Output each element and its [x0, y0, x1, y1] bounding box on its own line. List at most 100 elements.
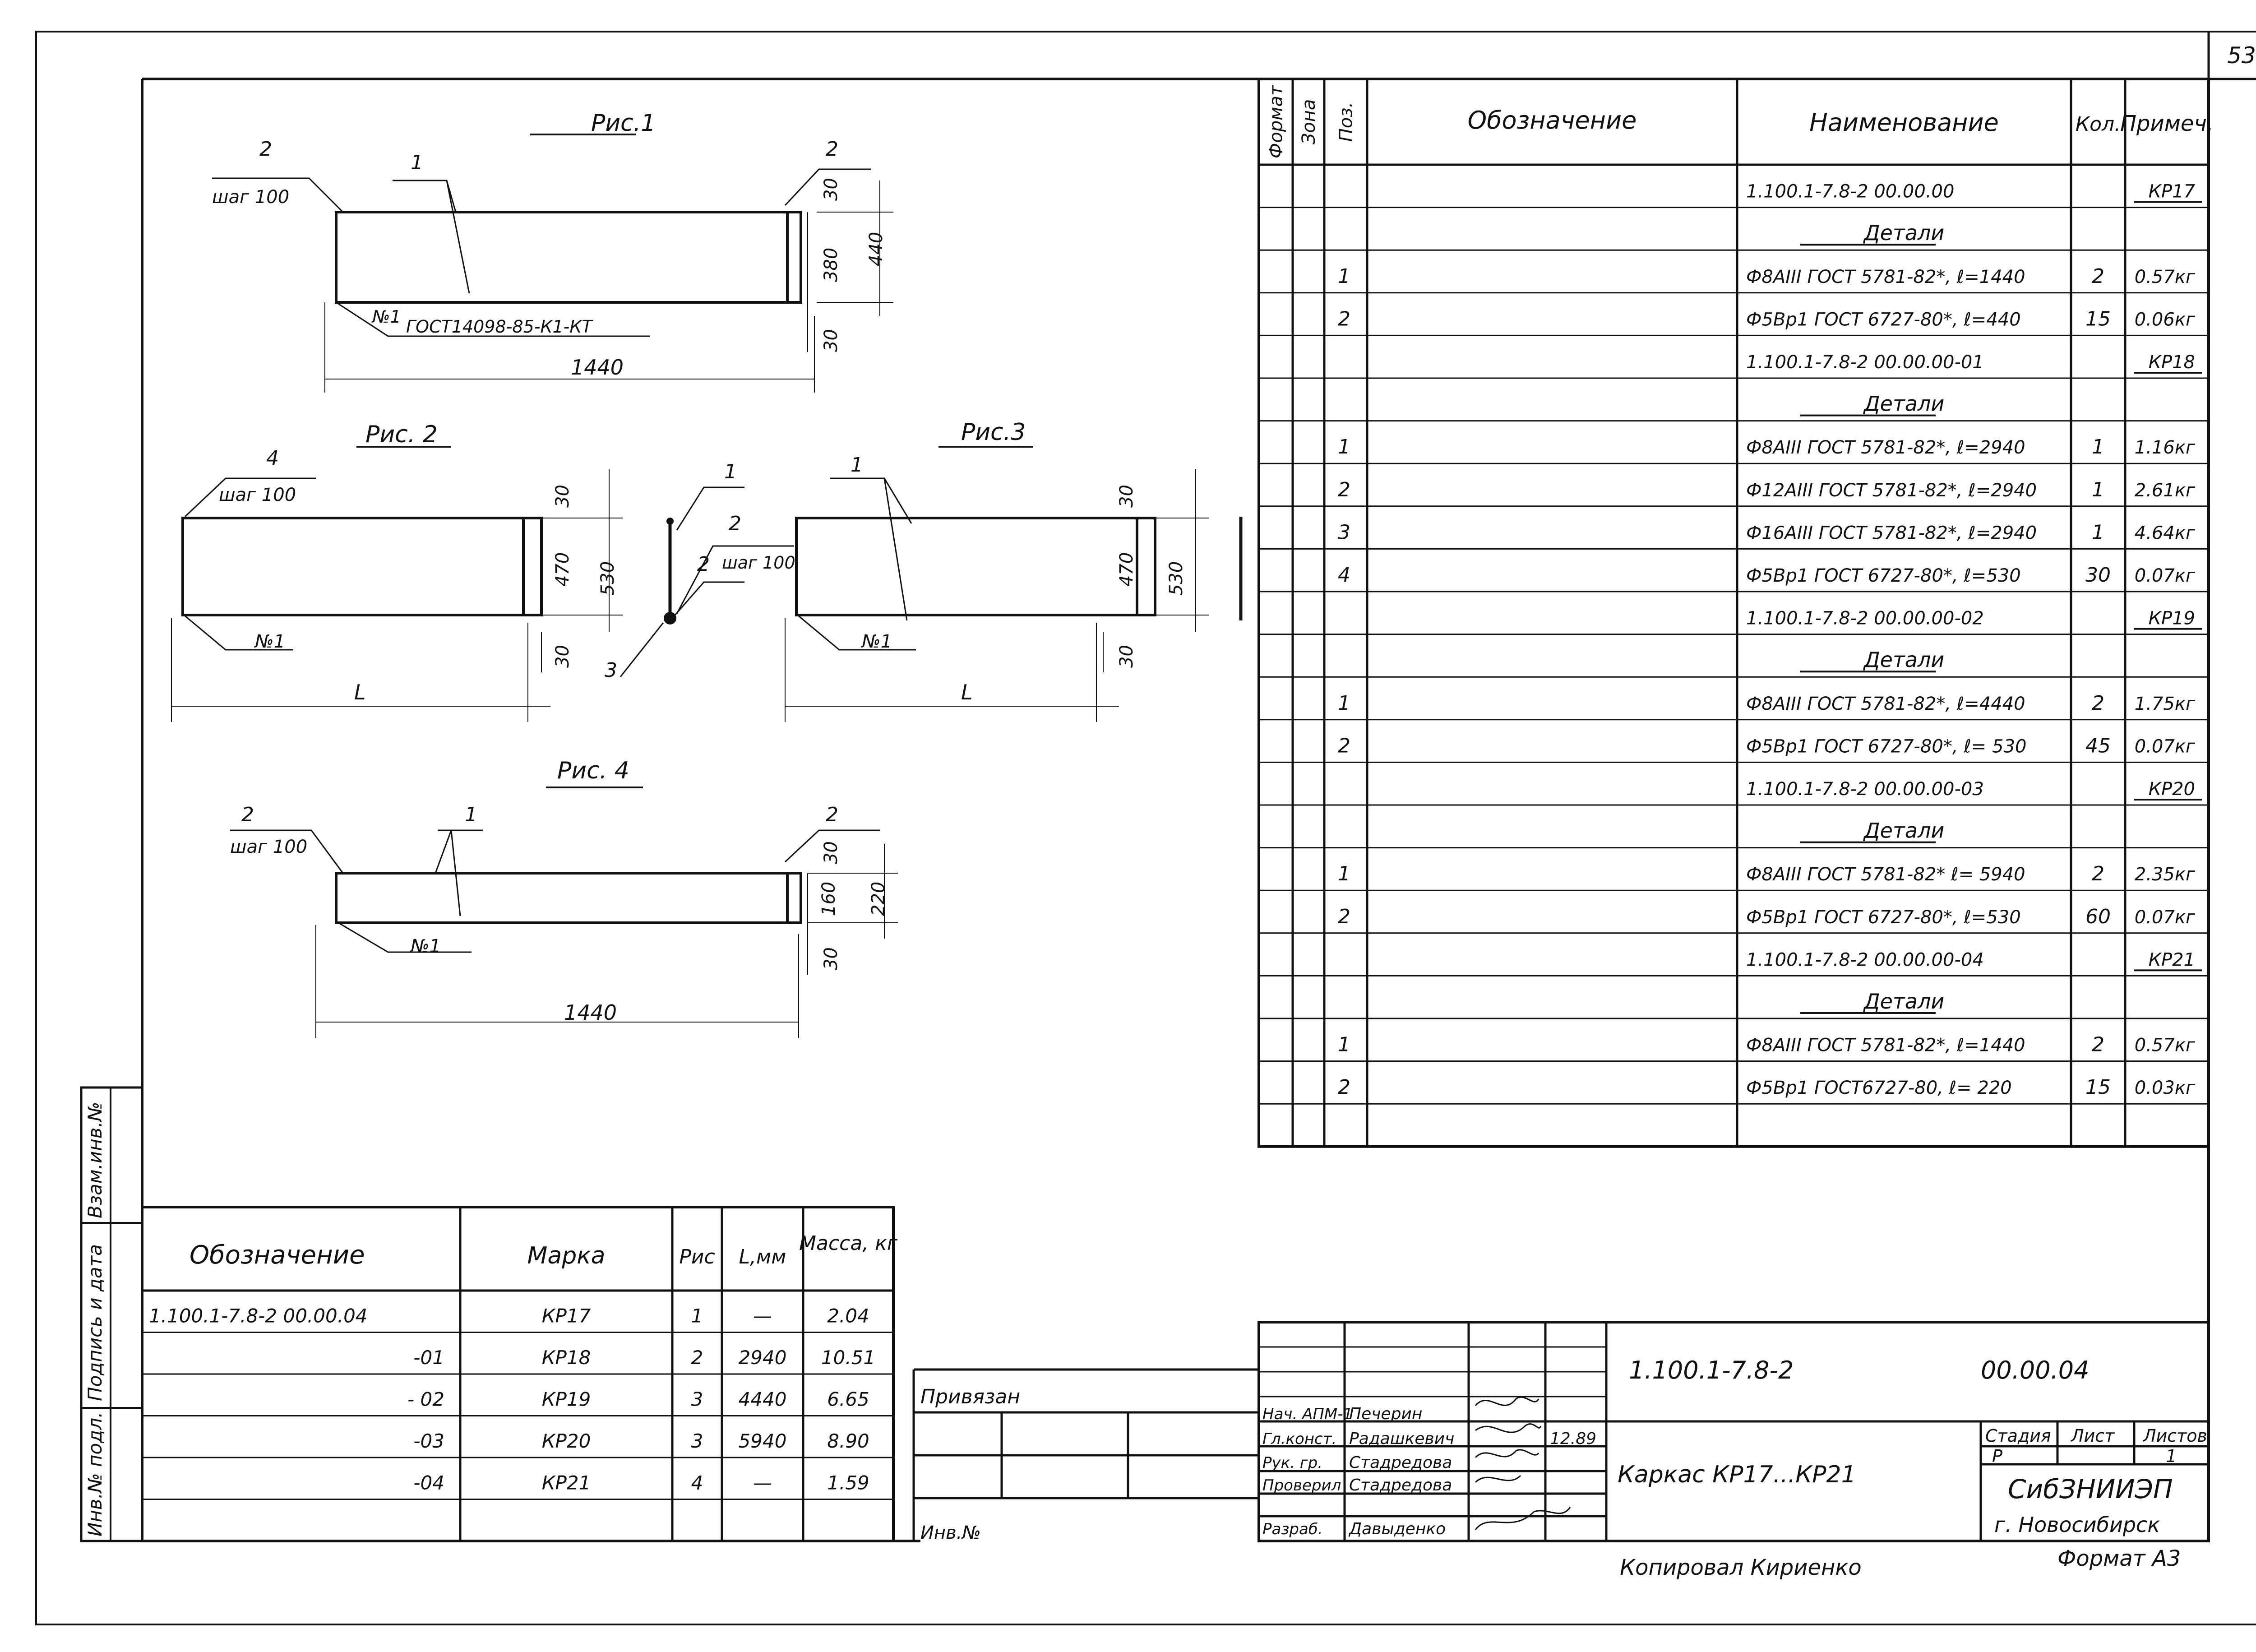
spec-row-qty: 2 [2092, 862, 2104, 885]
marks-header-designation: Обозначение [190, 1240, 365, 1270]
privyazan-box: Привязан Инв.№ [912, 1368, 1260, 1543]
spec-row-note: 0.07кг [2135, 907, 2196, 928]
title-person-name: Радашкевич [1349, 1430, 1454, 1448]
side-stamp-podpis: Подпись и дата [84, 1244, 106, 1401]
title-sheet-header: Лист [2070, 1426, 2115, 1446]
title-block: 1.100.1-7.8-2 00.00.04 Каркас КР17...КР2… [1257, 1321, 2210, 1542]
marks-row-length: 4440 [739, 1388, 787, 1411]
marks-row-length: 2940 [739, 1347, 787, 1369]
figure-2: Рис. 2 4 шаг 100 №1 L 30 470 530 30 [171, 421, 623, 722]
fig1-dim-380: 380 [821, 248, 841, 282]
figure-1: Рис.1 2 шаг 100 1 2 №1 ГОСТ14098-85-К1-К… [212, 110, 893, 393]
title-sheets-header: Листов [2142, 1426, 2207, 1446]
copied-by: Копировал Кириенко [1620, 1555, 1862, 1580]
fig2-step-label: шаг 100 [219, 485, 296, 505]
fig2-callout-4: 4 [266, 447, 279, 470]
spec-row-name: 1.100.1-7.8-2 00.00.00-03 [1746, 779, 1984, 800]
spec-header-designation: Обозначение [1468, 106, 1637, 134]
marks-row-length: 5940 [739, 1430, 787, 1452]
title-person-role: Гл.конст. [1262, 1430, 1336, 1448]
marks-row-mark: КР21 [542, 1472, 591, 1494]
spec-row-qty: 45 [2085, 734, 2111, 757]
figure-3: Рис.3 1 №1 L 30 470 530 30 [785, 419, 1243, 722]
fig1-dim-30-bottom: 30 [821, 329, 841, 352]
fig2-dim-l: L [354, 680, 366, 704]
spec-row-name: Ф5Вр1 ГОСТ 6727-80*, ℓ=530 [1746, 565, 2021, 586]
spec-row-section-heading: Детали [1863, 392, 1945, 416]
sheet-format: Формат А3 [2057, 1546, 2181, 1571]
spec-row-name: 1.100.1-7.8-2 00.00.00-01 [1746, 352, 1984, 373]
spec-row-qty: 30 [2085, 564, 2111, 587]
spec-row-qty: 1 [2092, 521, 2104, 544]
spec-row-qty: 15 [2085, 1076, 2111, 1099]
privyazan-label: Привязан [920, 1385, 1020, 1408]
marks-row-designation: 1.100.1-7.8-2 00.00.04 [149, 1305, 368, 1327]
spec-row-note: 2.35кг [2135, 864, 2196, 885]
title-designation-left: 1.100.1-7.8-2 [1629, 1356, 1794, 1384]
side-stamp-vzam: Взам.инв.№ [84, 1102, 106, 1218]
spec-row-name: 1.100.1-7.8-2 00.00.00 [1746, 181, 1954, 202]
spec-row-name: Ф8АIII ГОСТ 5781-82*, ℓ=2940 [1746, 437, 2025, 458]
spec-row-name: Ф5Вр1 ГОСТ 6727-80*, ℓ=440 [1746, 309, 2021, 330]
marks-row-fig: 2 [691, 1347, 703, 1369]
side-stamp-inv: Инв.№ подл. [84, 1412, 106, 1536]
title-person-name: Стадредова [1349, 1453, 1452, 1472]
title-city: г. Новосибирск [1994, 1513, 2160, 1537]
marks-row-length: — [753, 1472, 772, 1494]
title-people: Нач. АПМ-1ПечеринГл.конст.РадашкевичРук.… [1262, 1405, 1454, 1538]
marks-row-fig: 1 [691, 1305, 703, 1327]
fig4-dim-220: 220 [868, 882, 889, 916]
section-callout-3: 3 [605, 659, 617, 682]
spec-row-pos: 1 [1338, 862, 1350, 885]
marks-row-mass: 10.51 [821, 1347, 875, 1369]
marks-header-fig: Рис [679, 1245, 715, 1268]
fig4-callout-2-left: 2 [241, 803, 254, 826]
spec-row-note: 1.75кг [2135, 694, 2196, 714]
fig3-dim-30-top: 30 [1116, 485, 1137, 508]
spec-row-name: Ф5Вр1 ГОСТ 6727-80*, ℓ=530 [1746, 907, 2021, 928]
spec-row-pos: 3 [1338, 521, 1350, 544]
spec-row-qty: 15 [2085, 307, 2111, 330]
marks-row-mass: 1.59 [827, 1472, 869, 1494]
title-person-role: Проверил [1262, 1476, 1341, 1495]
title-stage-header: Стадия [1985, 1426, 2051, 1446]
fig3-dim-470: 470 [1116, 552, 1137, 587]
spec-row-name: Ф16АIII ГОСТ 5781-82*, ℓ=2940 [1746, 523, 2037, 543]
section-view: 1 2 шаг 100 2 3 [605, 460, 795, 682]
spec-row-note: 4.64кг [2135, 523, 2196, 543]
spec-row-pos: 1 [1338, 265, 1350, 288]
fig3-weld-mark: №1 [861, 631, 892, 652]
marks-row-designation: -03 [413, 1430, 444, 1452]
spec-row-pos: 2 [1338, 307, 1350, 330]
spec-row-qty: 60 [2085, 905, 2111, 928]
fig4-dim-30-top: 30 [821, 841, 841, 864]
spec-header-2: Поз. [1336, 102, 1357, 142]
fig4-dim-160: 160 [818, 882, 839, 916]
spec-row-section-heading: Детали [1863, 989, 1945, 1013]
spec-row-note: КР19 [2149, 608, 2195, 629]
spec-row-note: 1.16кг [2135, 437, 2196, 458]
spec-row-name: Ф8АIII ГОСТ 5781-82*, ℓ=1440 [1746, 1035, 2025, 1056]
fig1-dim-30-top: 30 [821, 178, 841, 201]
spec-row-pos: 1 [1338, 435, 1350, 458]
marks-row-designation: -04 [413, 1472, 444, 1494]
fig3-title: Рис.3 [961, 419, 1026, 446]
spec-row-pos: 1 [1338, 1033, 1350, 1056]
privyazan-inv-label: Инв.№ [920, 1522, 981, 1543]
marks-row-fig: 3 [691, 1388, 703, 1411]
spec-row-note: КР20 [2149, 779, 2195, 800]
side-stamp: Взам.инв.№ Подпись и дата Инв.№ подл. [80, 1086, 143, 1542]
title-sheets-value: 1 [2166, 1446, 2177, 1466]
title-organization: СибЗНИИЭП [2008, 1474, 2173, 1504]
fig4-callout-2-right: 2 [826, 803, 838, 826]
spec-row-qty: 2 [2092, 692, 2104, 715]
fig1-step-label: шаг 100 [212, 187, 289, 208]
marks-header-mass: Масса, кг [799, 1232, 898, 1255]
spec-header-note: Примеч. [2120, 111, 2214, 136]
spec-row-name: 1.100.1-7.8-2 00.00.00-04 [1746, 949, 1984, 970]
spec-row-section-heading: Детали [1863, 648, 1945, 672]
spec-row-qty: 2 [2092, 1033, 2104, 1056]
